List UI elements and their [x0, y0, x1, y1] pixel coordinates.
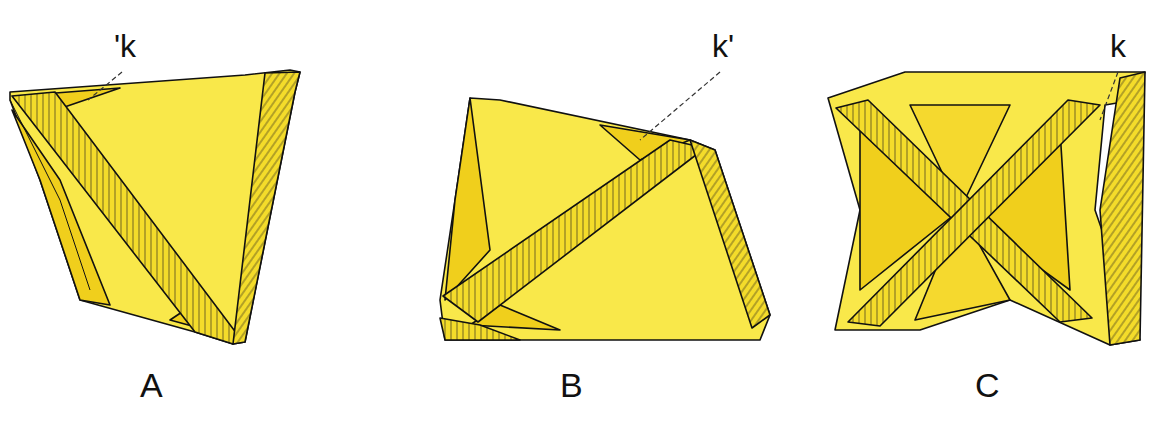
- figure-label: A: [140, 368, 163, 402]
- face-label: k: [1110, 30, 1126, 62]
- face-label: k': [712, 30, 734, 62]
- figure-label: B: [560, 368, 583, 402]
- leader-lines: [88, 72, 1118, 140]
- crystal-a: [10, 70, 300, 344]
- crystal-c: [828, 72, 1145, 345]
- figure-label: C: [975, 368, 1000, 402]
- crystal-b: [440, 98, 770, 340]
- face-label: 'k: [114, 30, 136, 62]
